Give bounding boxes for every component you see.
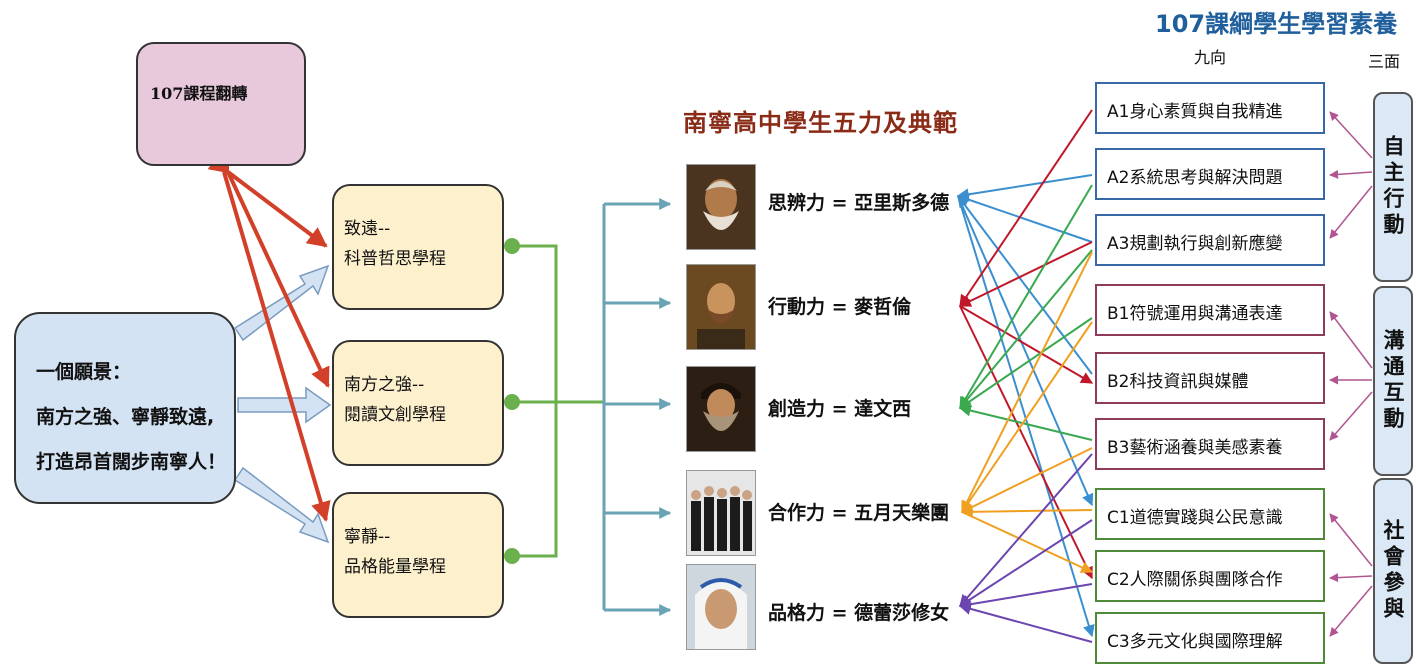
course-3-line-2: 品格能量學程 bbox=[344, 557, 446, 577]
power-creativity: 創造力 = 達文西 bbox=[768, 398, 912, 420]
dimension-communication: 溝通互動 bbox=[1373, 286, 1413, 476]
vision-arrow-2 bbox=[237, 386, 332, 424]
vision-box: 一個願景： 南方之強、寧靜致遠, 打造昂首闊步南寧人！ bbox=[14, 312, 236, 504]
course-1-line-2: 科普哲思學程 bbox=[344, 249, 446, 269]
competency-title: 107課綱學生學習素養 bbox=[1155, 10, 1398, 38]
competency-c2: C2人際關係與團隊合作 bbox=[1095, 550, 1325, 602]
vision-line-2: 南方之強、寧靜致遠, bbox=[36, 406, 215, 428]
competency-a1: A1身心素質與自我精進 bbox=[1095, 82, 1325, 134]
power-action: 行動力 = 麥哲倫 bbox=[768, 296, 912, 318]
course-2-line-2: 閱讀文創學程 bbox=[344, 405, 446, 425]
curriculum-link-3 bbox=[209, 151, 331, 522]
course-1-line-1: 致遠-- bbox=[344, 219, 391, 239]
dimension-autonomous-action: 自主行動 bbox=[1373, 92, 1413, 282]
powers-title: 南寧高中學生五力及典範 bbox=[683, 109, 958, 137]
dimension-communication-label: 溝通互動 bbox=[1381, 329, 1405, 433]
course-connector-dot-2 bbox=[504, 394, 520, 410]
vision-line-1: 一個願景： bbox=[36, 361, 132, 383]
power-critical-thinking: 思辨力 = 亞里斯多德 bbox=[768, 192, 950, 214]
course-box-science-philosophy: 致遠-- 科普哲思學程 bbox=[332, 184, 504, 310]
power-character: 品格力 = 德蕾莎修女 bbox=[768, 602, 950, 624]
dimension-links bbox=[1329, 111, 1373, 637]
curriculum-links bbox=[207, 151, 331, 522]
aristotle-portrait bbox=[686, 164, 756, 250]
course-connector-dot-1 bbox=[504, 238, 520, 254]
three-dimensions-label: 三面 bbox=[1368, 52, 1401, 71]
vision-to-course-arrows bbox=[233, 264, 332, 544]
curriculum-flip-box: 107課程翻轉 bbox=[136, 42, 306, 166]
da-vinci-portrait bbox=[686, 366, 756, 452]
competency-a3: A3規劃執行與創新應變 bbox=[1095, 214, 1325, 266]
competency-b3: B3藝術涵養與美感素養 bbox=[1095, 418, 1325, 470]
course-bracket bbox=[512, 244, 604, 558]
competency-b2: B2科技資訊與媒體 bbox=[1095, 352, 1325, 404]
competency-a2: A2系統思考與解決問題 bbox=[1095, 148, 1325, 200]
vision-arrow-1 bbox=[233, 264, 330, 342]
course-connector-dot-3 bbox=[504, 548, 520, 564]
competency-c3: C3多元文化與國際理解 bbox=[1095, 612, 1325, 664]
power-cooperation: 合作力 = 五月天樂團 bbox=[768, 502, 950, 524]
mayday-band-photo bbox=[686, 470, 756, 556]
competency-b1: B1符號運用與溝通表達 bbox=[1095, 284, 1325, 336]
power-competency-links bbox=[956, 109, 1095, 643]
mother-teresa-portrait bbox=[686, 564, 756, 650]
course-box-character-energy: 寧靜-- 品格能量學程 bbox=[332, 492, 504, 618]
curriculum-flip-label: 107課程翻轉 bbox=[150, 84, 248, 103]
dimension-social-participation-label: 社會參與 bbox=[1381, 519, 1405, 623]
competency-c1: C1道德實踐與公民意識 bbox=[1095, 488, 1325, 540]
magellan-portrait bbox=[686, 264, 756, 350]
course-2-line-1: 南方之強-- bbox=[344, 375, 425, 395]
course-box-reading-creative: 南方之強-- 閱讀文創學程 bbox=[332, 340, 504, 466]
dimension-social-participation: 社會參與 bbox=[1373, 478, 1413, 664]
vision-line-3: 打造昂首闊步南寧人！ bbox=[36, 451, 227, 473]
dimension-autonomous-action-label: 自主行動 bbox=[1381, 135, 1405, 239]
nine-directions-label: 九向 bbox=[1194, 48, 1227, 67]
course-3-line-1: 寧靜-- bbox=[344, 527, 391, 547]
power-fan bbox=[602, 198, 672, 616]
